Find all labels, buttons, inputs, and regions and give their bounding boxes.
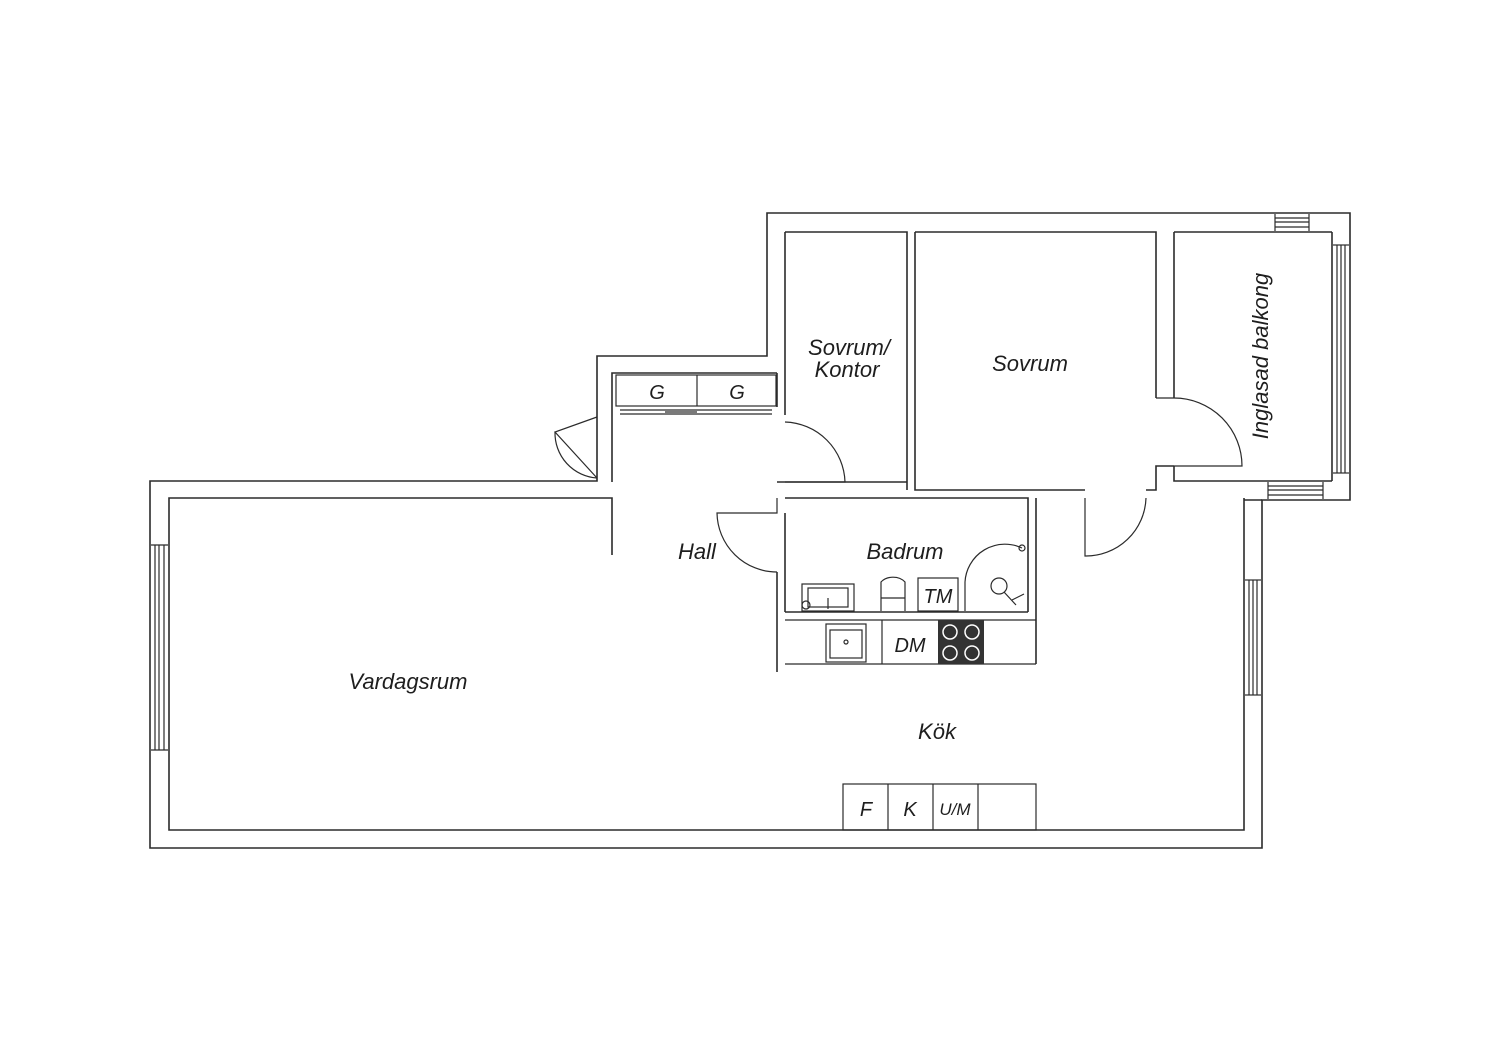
window-living-room xyxy=(151,544,168,751)
window-balcony-right xyxy=(1333,244,1349,474)
outer-walls xyxy=(149,212,1351,849)
stove-icon xyxy=(938,620,984,664)
kitchen-sink-icon xyxy=(825,623,867,663)
tumble-machine-box xyxy=(917,577,959,612)
shower-icon xyxy=(964,543,1026,611)
doors xyxy=(553,397,1243,573)
room-label-sovrum-kontor-2: Kontor xyxy=(815,357,881,382)
window-balcony-top xyxy=(1274,214,1310,231)
oven-micro-label: U/M xyxy=(939,800,971,819)
tumble-machine-label: TM xyxy=(924,586,953,608)
window-balcony-bottom xyxy=(1267,482,1324,499)
wardrobes xyxy=(615,374,777,415)
wardrobe-label-2: G xyxy=(729,382,745,404)
door-entrance xyxy=(553,416,598,479)
windows xyxy=(151,214,1349,751)
door-badrum xyxy=(716,498,778,573)
kitchen-counter-lower xyxy=(842,783,1037,831)
bathroom-walls xyxy=(776,481,1037,672)
kitchen-counter-upper xyxy=(785,619,1036,665)
room-label-sovrum: Sovrum xyxy=(992,351,1068,376)
window-kitchen xyxy=(1245,579,1261,696)
wardrobe-label-1: G xyxy=(649,382,665,404)
room-label-kok: Kök xyxy=(918,719,957,744)
dishwasher-label: DM xyxy=(894,635,925,657)
door-balkong xyxy=(1156,397,1243,467)
door-sovrum-kontor xyxy=(784,421,846,483)
fridge-label: F xyxy=(860,799,874,821)
room-label-badrum: Badrum xyxy=(866,539,943,564)
room-label-vardagsrum: Vardagsrum xyxy=(348,669,467,694)
room-label-hall: Hall xyxy=(678,539,717,564)
room-label-balkong: Inglasad balkong xyxy=(1248,272,1273,439)
sink-icon xyxy=(801,583,855,612)
room-label-sovrum-kontor-1: Sovrum/ xyxy=(808,335,892,360)
door-sovrum xyxy=(1084,497,1147,557)
freezer-label: K xyxy=(903,799,918,821)
toilet-icon xyxy=(880,576,906,611)
